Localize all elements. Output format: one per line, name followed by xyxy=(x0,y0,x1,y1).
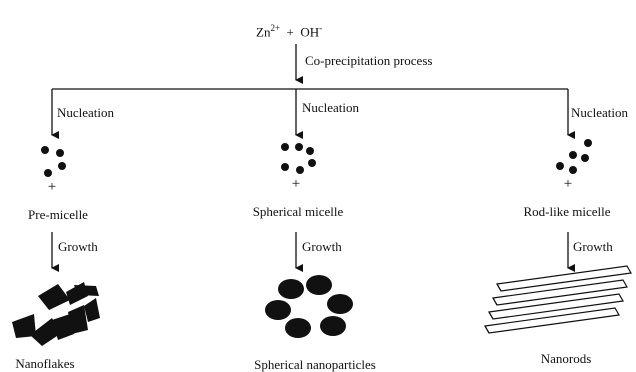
spherical-nanoparticles-label: Spherical nanoparticles xyxy=(254,357,376,372)
growth-label-middle: Growth xyxy=(302,239,342,254)
zinc-ion: Zn xyxy=(256,24,271,40)
rod-like-micelle-label: Rod-like micelle xyxy=(523,204,611,219)
zinc-charge: 2+ xyxy=(270,23,281,33)
reactant-plus: + xyxy=(286,24,294,40)
pre-micelle-label: Pre-micelle xyxy=(28,207,88,222)
plus-right: + xyxy=(563,176,573,192)
nanoflakes-shape xyxy=(12,282,100,346)
hydroxide-charge: - xyxy=(319,23,323,33)
nucleation-label-right: Nucleation xyxy=(571,105,629,120)
nanoflakes-label: Nanoflakes xyxy=(15,356,75,371)
spherical-nanoparticles-shape xyxy=(265,275,353,338)
spherical-micelle-dots xyxy=(281,143,316,174)
nucleation-label-left: Nucleation xyxy=(57,105,115,120)
growth-label-right: Growth xyxy=(573,239,613,254)
growth-label-left: Growth xyxy=(58,239,98,254)
spherical-micelle-label: Spherical micelle xyxy=(252,204,344,219)
process-label: Co-precipitation process xyxy=(305,53,433,68)
rod-like-micelle-dots xyxy=(556,139,592,174)
nanorods-label: Nanorods xyxy=(540,351,592,366)
reactants-label: Zn2+ + OH- xyxy=(256,23,323,40)
plus-middle: + xyxy=(291,176,301,192)
nucleation-label-middle: Nucleation xyxy=(302,100,360,115)
hydroxide-ion: OH xyxy=(300,24,320,40)
pre-micelle-dots xyxy=(41,146,66,177)
nanorods-shape xyxy=(484,265,632,334)
plus-left: + xyxy=(47,179,57,195)
